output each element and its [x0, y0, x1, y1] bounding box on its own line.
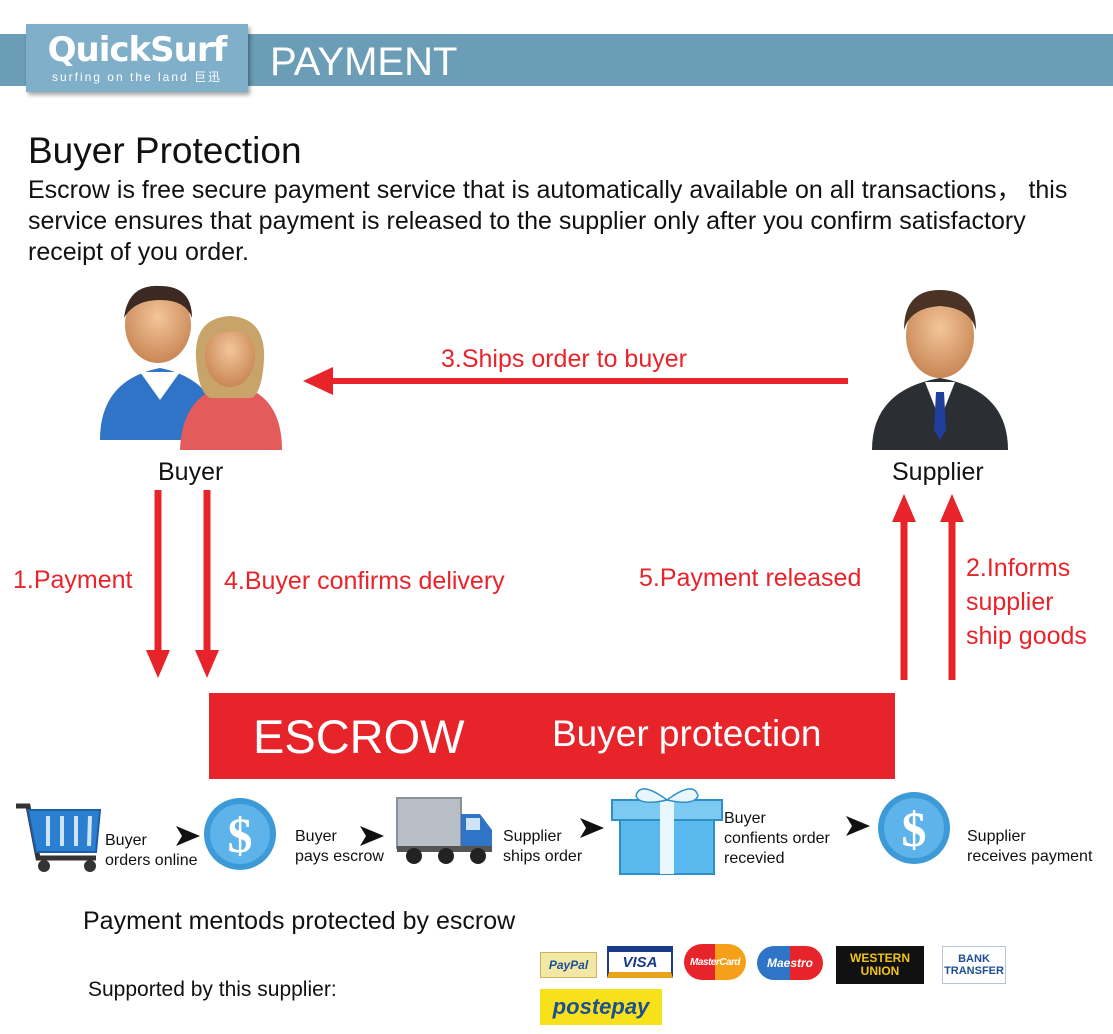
informs-line: ship goods [966, 622, 1087, 650]
intro-text: Escrow is free secure payment service th… [28, 176, 1068, 266]
step-arrow-icon [176, 826, 200, 846]
postepay-logo: postepay [540, 989, 662, 1025]
paypal-logo: PayPal [540, 952, 597, 978]
step-line: pays escrow [295, 848, 384, 865]
step-line: Buyer [105, 832, 147, 849]
informs-supplier-label: 2.Informs supplier ship goods [966, 551, 1087, 653]
step-text: Buyer pays escrow [295, 827, 384, 867]
dollar-coin-icon: $ [204, 798, 276, 870]
buyer-label: Buyer [158, 458, 224, 486]
step-line: recevied [724, 850, 785, 867]
quicksurf-logo: QuickSurf surfing on the land 巨迅 [26, 24, 248, 92]
escrow-subtitle: Buyer protection [552, 713, 822, 754]
escrow-title: ESCROW [253, 710, 465, 763]
supported-label: Supported by this supplier: [88, 978, 337, 1001]
logo-text: QuickSurf [47, 30, 228, 70]
svg-text:$: $ [228, 807, 253, 863]
payment-arrowhead [146, 650, 170, 678]
ship-order-label: 3.Ships order to buyer [441, 345, 687, 373]
page-title: PAYMENT [270, 40, 458, 84]
mastercard-logo: MasterCard [684, 944, 746, 980]
step-line: orders online [105, 852, 198, 869]
payment-label: 1.Payment [13, 566, 133, 594]
step-text: Buyer confients order recevied [724, 809, 830, 869]
step-text: Buyer orders online [105, 831, 198, 871]
released-arrowhead [892, 494, 916, 522]
ship-arrowhead [303, 367, 333, 395]
step-text: Supplier receives payment [967, 827, 1092, 867]
dollar-coin-icon: $ [878, 792, 950, 864]
step-arrow-icon [580, 818, 604, 838]
western-union-logo: WESTERN UNION [836, 946, 924, 984]
informs-arrowhead [940, 494, 964, 522]
payment-released-label: 5.Payment released [639, 564, 862, 592]
shopping-cart-icon [16, 803, 102, 872]
supplier-label: Supplier [892, 458, 984, 486]
maestro-logo: Maestro [757, 946, 823, 980]
gift-box-icon [611, 788, 723, 875]
bank-transfer-logo: BANK TRANSFER [942, 946, 1006, 984]
step-arrow-icon [846, 816, 870, 836]
step-line: Buyer [724, 810, 766, 827]
step-line: confients order [724, 830, 830, 847]
escrow-box: ESCROW Buyer protection [209, 693, 895, 779]
buyer-couple-icon [100, 285, 282, 450]
step-line: ships order [503, 848, 583, 865]
supplier-businessman-icon [872, 290, 1008, 450]
payment-methods-title: Payment mentods protected by escrow [83, 907, 516, 935]
step-line: Supplier [503, 828, 562, 845]
visa-logo: VISA [607, 946, 673, 978]
section-title: Buyer Protection [28, 130, 302, 171]
step-arrow-icon [360, 826, 384, 846]
step-text: Supplier ships order [503, 827, 582, 867]
confirm-arrowhead [195, 650, 219, 678]
delivery-truck-icon [396, 797, 492, 864]
step-line: Buyer [295, 828, 337, 845]
informs-line: supplier [966, 588, 1054, 616]
informs-line: 2.Informs [966, 554, 1071, 582]
step-line: Supplier [967, 828, 1026, 845]
step-line: receives payment [967, 848, 1093, 865]
svg-text:$: $ [902, 801, 927, 857]
confirm-delivery-label: 4.Buyer confirms delivery [224, 567, 505, 595]
logo-tagline: surfing on the land 巨迅 [51, 70, 223, 84]
